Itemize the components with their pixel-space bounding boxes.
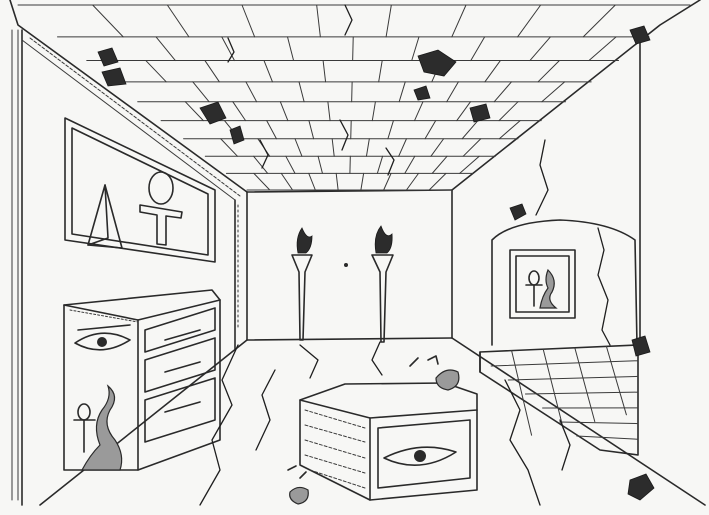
wall-panel-pyramid-ankh [64,117,216,263]
wall-alcove [491,219,638,346]
ankh-icon-chest [73,403,96,453]
hieroglyph-border-left [11,29,241,501]
ceiling-cracks [227,4,395,176]
pyramid-icon [87,184,123,249]
ankh-icon [139,171,183,246]
eye-of-horus-icon-sarcophagus [383,446,457,467]
floor-cracks [199,341,571,506]
ceiling-patches [97,25,651,145]
chest-of-drawers [63,289,221,471]
floor-debris [287,355,460,505]
torch-icon [291,225,394,343]
eye-of-horus-icon [74,324,131,351]
sarcophagus [299,382,478,501]
wall-cracks [509,139,655,501]
brick-platform [479,344,639,456]
